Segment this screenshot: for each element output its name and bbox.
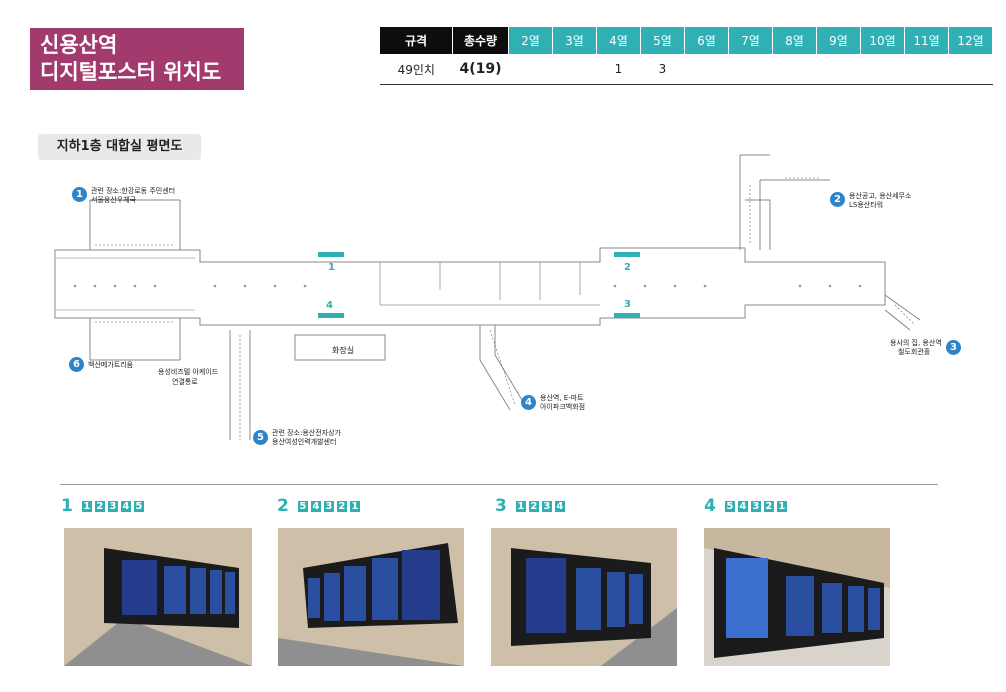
screen-box: 3 [322,499,335,513]
cell-spec: 49인치 [380,54,453,85]
floor-label: 지하1층 대합실 평면도 [38,134,201,160]
screen-box: 3 [106,499,119,513]
screen-box: 4 [736,499,749,513]
exit-2-line1: 용산공고, 용산세무소 [849,192,912,200]
cell [860,54,905,85]
exit-4-badge: 4 [521,395,536,410]
header-col: 4열 [596,27,641,54]
header-col: 6열 [684,27,729,54]
cell [728,54,773,85]
screen-box: 2 [527,499,540,513]
poster-marker-3: 3 [624,299,631,310]
screen-box: 4 [553,499,566,513]
screen-box: 5 [296,499,309,513]
screen-box: 4 [309,499,322,513]
cell-total: 4(19) [452,54,509,85]
exit-4-line1: 용산역, E-마트 [540,394,584,402]
divider [60,484,938,485]
exit-5-line1: 관련 장소:용산전자상가 [272,429,341,437]
screen-box: 5 [723,499,736,513]
screen-box: 3 [540,499,553,513]
cell [816,54,861,85]
header-col: 11열 [904,27,949,54]
photo-location-4 [704,528,890,666]
header-col: 12열 [948,27,993,54]
cell: 3 [640,54,685,85]
screen-box: 1 [348,499,361,513]
header-total: 총수량 [452,27,509,54]
poster-marker-1: 1 [328,262,335,273]
cell [904,54,949,85]
exit-1-line1: 관련 장소:한강로동 주민센터 [91,187,176,195]
section-1-number: 1 [61,496,73,516]
exit-6-line1: 백산메가트리움 [88,361,134,369]
header-col: 8열 [772,27,817,54]
exit-4-line2: 아이파크백화점 [540,403,586,411]
cell [508,54,553,85]
cell: 1 [596,54,641,85]
exit-2-line2: LS용산타워 [849,201,884,209]
page-title: 신용산역 디지털포스터 위치도 [30,28,244,90]
section-3-number: 3 [495,496,507,516]
underpass-label-line2: 연결통로 [172,378,198,386]
header-col: 5열 [640,27,685,54]
title-line2: 디지털포스터 위치도 [40,60,222,84]
exit-5-badge: 5 [253,430,268,445]
screen-box: 5 [132,499,145,513]
exit-1-badge: 1 [72,187,87,202]
poster-marker-4: 4 [326,300,333,311]
exit-3-badge: 3 [946,340,961,355]
photo-location-2 [278,528,464,666]
poster-marker-2: 2 [624,262,631,273]
cell [772,54,817,85]
screen-box: 3 [749,499,762,513]
screen-box: 1 [80,499,93,513]
screen-box: 2 [762,499,775,513]
exit-5-line2: 용산여성인력개발센터 [272,438,337,446]
header-spec: 규격 [380,27,453,54]
exit-3-line2: 철도회관홀 [898,348,931,356]
cell [684,54,729,85]
exit-3-line1: 용사의 집, 용산역 [890,339,942,347]
header-col: 10열 [860,27,905,54]
header-col: 7열 [728,27,773,54]
cell [948,54,993,85]
restroom-label: 화장실 [332,346,355,355]
exit-2-badge: 2 [830,192,845,207]
exit-1-line2: 서울용산우체국 [91,196,137,204]
screen-box: 1 [775,499,788,513]
cell [552,54,597,85]
screen-box: 4 [119,499,132,513]
spec-table: 규격 총수량 2열 3열 4열 5열 6열 7열 8열 9열 10열 11열 1… [380,27,993,85]
section-4-number: 4 [704,496,716,516]
photo-location-3 [491,528,677,666]
screen-box: 1 [514,499,527,513]
screen-box: 2 [93,499,106,513]
floor-plan-map [54,154,921,440]
exit-6-badge: 6 [69,357,84,372]
underpass-label-line1: 용성비즈텔 아케이드 [158,368,219,376]
screen-box: 2 [335,499,348,513]
header-col: 2열 [508,27,553,54]
section-2-number: 2 [277,496,289,516]
header-col: 3열 [552,27,597,54]
photo-location-1 [64,528,252,666]
header-col: 9열 [816,27,861,54]
title-line1: 신용산역 [40,33,118,57]
